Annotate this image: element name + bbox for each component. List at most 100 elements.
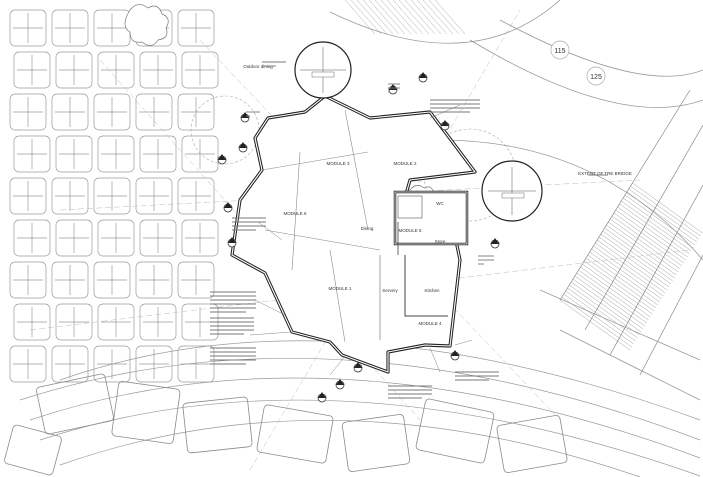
tree-circle-east: [481, 160, 543, 222]
hatch-line: [428, 0, 460, 35]
terrace-step: [591, 248, 662, 300]
paving-tile: [51, 93, 89, 131]
paving-tile: [177, 177, 215, 215]
annotation-note-block: [455, 371, 499, 381]
paving-tile: [93, 9, 131, 47]
annotation-note-block: [478, 255, 494, 265]
paving-tile: [13, 51, 51, 89]
hatch-line: [368, 0, 400, 35]
label-extent-of-the-bridge: EXTENT OF TRE BRIDGE: [578, 171, 632, 176]
terrace-step: [574, 275, 645, 327]
terrace-step: [569, 284, 640, 336]
terrace-step: [630, 185, 701, 237]
paving-tile: [55, 303, 93, 341]
label-module-1: MODULE 1: [328, 286, 352, 291]
paving-tile: [55, 135, 93, 173]
terrace-step: [606, 224, 677, 276]
terrace-step: [585, 257, 657, 309]
leader-lines: [249, 104, 473, 376]
detail-callout-marker: [240, 112, 250, 123]
annotation-note-block: [430, 99, 480, 113]
terrace-step: [593, 245, 664, 297]
detail-callout-marker: [450, 350, 460, 361]
terrace-step: [632, 182, 703, 234]
detail-callout-marker: [440, 120, 450, 131]
detail-callout-marker: [418, 72, 428, 83]
annotation-note-block: [388, 83, 400, 93]
stepped-terraces-right: [559, 89, 703, 376]
terrace-step: [623, 197, 694, 249]
paving-tile: [177, 345, 215, 383]
paving-tile: [181, 135, 219, 173]
paving-tile: [177, 261, 215, 299]
terrace-step: [565, 290, 636, 342]
terrace-step: [613, 212, 684, 264]
label-store: Store: [435, 239, 446, 244]
tree-circle-north: [294, 41, 352, 99]
paving-tile: [135, 93, 173, 131]
terrace-step: [561, 296, 632, 348]
terrace-step: [580, 266, 651, 318]
terrace-step: [615, 209, 686, 261]
paving-tile: [13, 219, 51, 257]
paving-tile: [93, 93, 131, 131]
label-dining: Dining: [361, 226, 374, 231]
hatch-line: [356, 0, 388, 35]
gridline-bubble-115: 115: [550, 40, 570, 60]
hatch-line: [344, 0, 376, 35]
annotation-note-block: [246, 111, 260, 117]
hatch-line: [410, 0, 442, 35]
detail-callout-marker: [217, 154, 227, 165]
detail-callout-marker: [317, 392, 327, 403]
label-servery: Servery: [382, 288, 398, 293]
paving-tile: [55, 219, 93, 257]
label-module-6: MODULE 6: [283, 211, 307, 216]
paving-tile: [93, 261, 131, 299]
label-wc: WC: [436, 201, 444, 206]
paving-grid-left: [9, 9, 219, 383]
terrace-step: [619, 203, 690, 255]
label-module-4: MODULE 4: [418, 321, 442, 326]
hatch-line: [380, 0, 412, 35]
terrace-edge: [639, 254, 703, 376]
paving-tile: [13, 303, 51, 341]
terrace-step: [559, 299, 631, 351]
room-labels: MODULE 3 MODULE 2 MODULE 6 MODULE 1 MODU…: [243, 64, 632, 326]
paving-tile: [9, 177, 47, 215]
paving-tile: [97, 135, 135, 173]
terrace-step: [604, 227, 675, 279]
hatch-line: [386, 0, 418, 35]
terrace-step: [587, 254, 658, 306]
hatch-line: [374, 0, 406, 35]
paving-tile: [93, 177, 131, 215]
annotation-note-block: [210, 317, 254, 335]
annotation-note-block: [262, 61, 286, 67]
hatch-line: [434, 0, 466, 35]
terrace-step: [610, 218, 681, 270]
paving-tile: [181, 219, 219, 257]
terrace-step: [621, 200, 692, 252]
paving-tile: [9, 9, 47, 47]
paving-tile: [97, 303, 135, 341]
detail-callout-marker: [353, 362, 363, 373]
label-module-3: MODULE 3: [326, 161, 350, 166]
terrace-step: [578, 269, 649, 321]
terrace-step: [576, 272, 647, 324]
hatch-line: [398, 0, 430, 35]
paving-tile: [177, 9, 215, 47]
hatch-line: [404, 0, 436, 35]
paving-tile: [9, 345, 47, 383]
terrace-step: [597, 239, 668, 291]
annotation-notes: [210, 61, 608, 399]
detail-callout-marker: [238, 142, 248, 153]
terrace-step: [611, 215, 683, 267]
paving-tile: [51, 9, 89, 47]
label-module-2: MODULE 2: [393, 161, 417, 166]
label-outdoor-dining: Outdoor dining: [243, 64, 273, 69]
detail-callout-marker: [223, 202, 233, 213]
hatch-line: [416, 0, 448, 35]
building-footprint: [230, 94, 477, 374]
terrace-step: [589, 251, 660, 303]
paving-tile: [139, 219, 177, 257]
paving-tile: [181, 51, 219, 89]
